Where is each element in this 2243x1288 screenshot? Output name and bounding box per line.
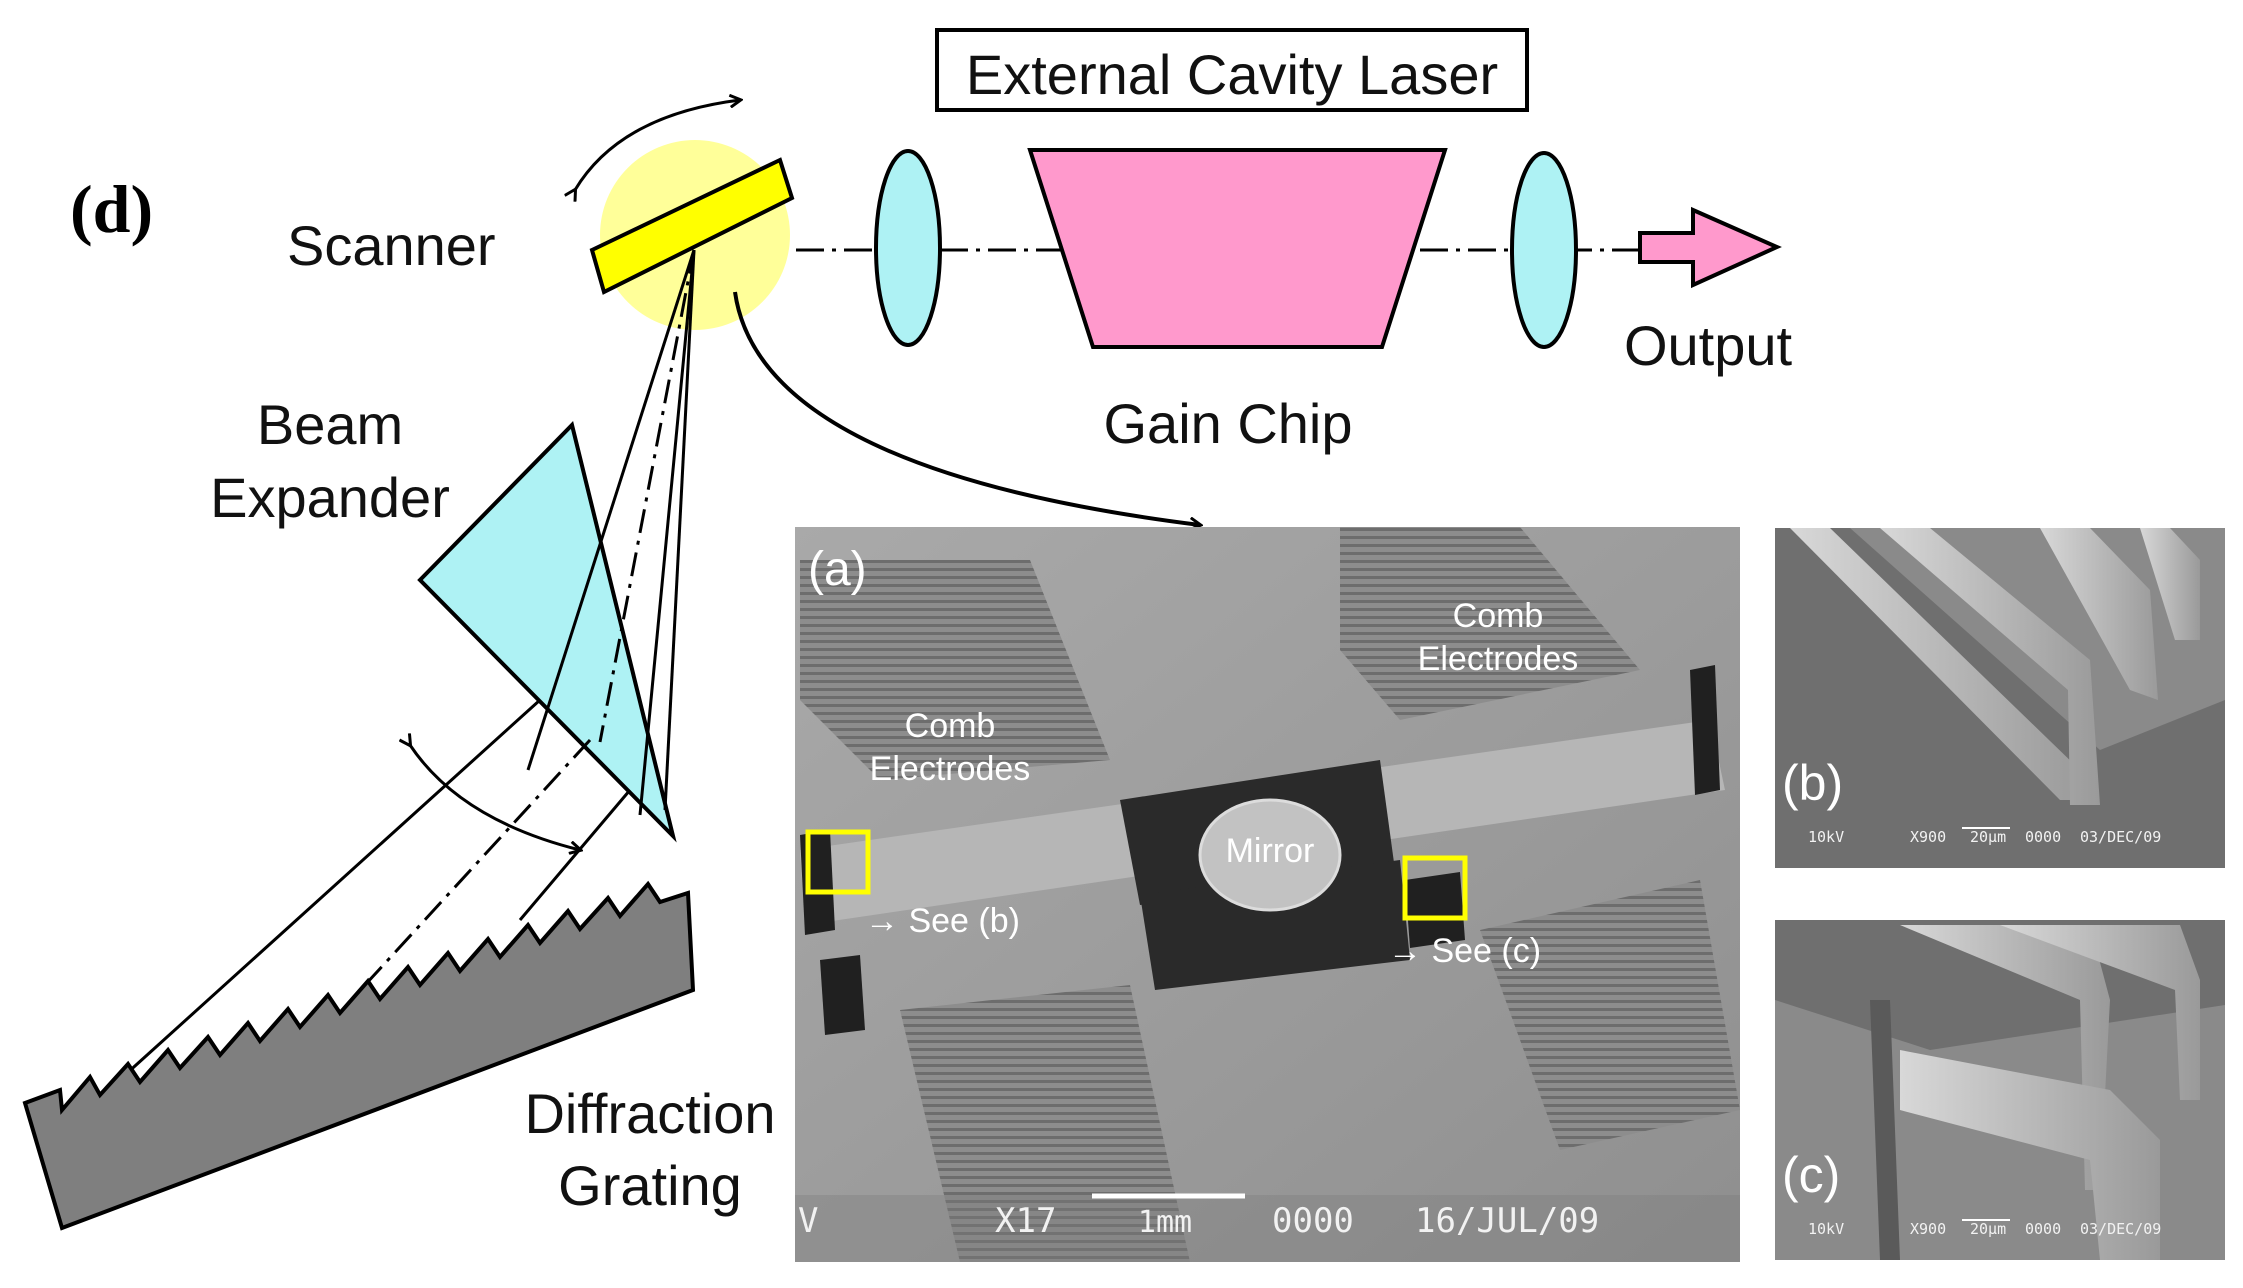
expanded-ray-2 <box>518 789 632 921</box>
title-box <box>935 28 1529 112</box>
footer-c-date: 03/DEC/09 <box>2080 1220 2161 1238</box>
comb-finger-b-3 <box>2040 528 2158 700</box>
sem-panel-c: (c) 10kV X900 20µm 0000 03/DEC/09 <box>1775 920 2225 1260</box>
diffraction-grating <box>22 880 696 1231</box>
beam-label-1: Beam <box>257 393 403 456</box>
comb-finger-b-2 <box>1880 528 2100 805</box>
footer-a-date: 16/JUL/09 <box>1415 1201 1599 1241</box>
panel-a-label: (a) <box>808 543 867 596</box>
scanner-mirror <box>589 157 795 295</box>
footer-a-scale: 1mm <box>1138 1205 1192 1240</box>
sem-mirror <box>1198 798 1342 912</box>
beam-ray-center <box>598 249 696 743</box>
dark-cavity-right <box>1140 860 1410 990</box>
footer-c-mag: X900 <box>1910 1220 1946 1238</box>
footer-a-kv: V <box>798 1201 818 1241</box>
lens-left <box>874 149 942 347</box>
beam-label-2: Expander <box>210 466 450 529</box>
comb-block-top-right <box>1340 527 1640 720</box>
highlight-box-c <box>1402 855 1468 921</box>
dark-strip-bottom-left <box>820 955 865 1035</box>
footer-a-mag: X17 <box>995 1201 1056 1241</box>
comb-block-bottom-right <box>1480 880 1740 1150</box>
footer-c-code: 0000 <box>2025 1220 2061 1238</box>
beam-ray-3 <box>638 249 696 816</box>
dark-strip-left <box>800 830 835 935</box>
panel-c-label: (c) <box>1782 1147 1840 1203</box>
sem-footer-a <box>795 1195 1740 1262</box>
comb-finger-b-1 <box>1790 528 2085 800</box>
comb-left-label-2: Electrodes <box>870 750 1031 788</box>
comb-left-label-1: Comb <box>905 707 996 745</box>
footer-a-code: 0000 <box>1272 1201 1354 1241</box>
comb-right-label-1: Comb <box>1453 597 1544 635</box>
grating-label-2: Grating <box>558 1154 742 1217</box>
footer-c-scale: 20µm <box>1970 1220 2006 1238</box>
gain-chip-label: Gain Chip <box>1103 392 1352 455</box>
mirror-label: Mirror <box>1226 832 1315 870</box>
footer-c-kv: 10kV <box>1808 1220 1844 1238</box>
gain-chip <box>1027 148 1448 349</box>
panel-d-label: (d) <box>70 171 153 247</box>
sem-panel-b: (b) 10kV X900 20µm 0000 03/DEC/09 <box>1775 528 2225 868</box>
panel-b-label: (b) <box>1782 755 1843 811</box>
comb-block-top-left <box>800 560 1110 780</box>
footer-b-mag: X900 <box>1910 828 1946 846</box>
comb-block-bottom-left <box>900 985 1190 1262</box>
see-b-label: → See (b) <box>865 902 1020 940</box>
comb-finger-c-3 <box>1900 1050 2160 1260</box>
footer-b-date: 03/DEC/09 <box>2080 828 2161 846</box>
see-c-label: → See (c) <box>1388 932 1541 970</box>
comb-finger-c-4 <box>1870 1000 1900 1260</box>
footer-b-code: 0000 <box>2025 828 2061 846</box>
comb-finger-b-4 <box>2140 528 2200 640</box>
beam-ray-2 <box>663 249 696 811</box>
rotation-arrow-icon <box>575 100 740 190</box>
output-arrow-icon <box>1638 206 1782 289</box>
scanner-label: Scanner <box>287 214 496 277</box>
dark-strip-lower-right <box>1405 872 1465 948</box>
beam-ray-1 <box>526 249 696 771</box>
dark-strip-right <box>1690 665 1720 795</box>
output-label: Output <box>1624 314 1793 377</box>
sem-panel-a: (a) Comb Electrodes Comb Electrodes Mirr… <box>795 527 1740 1262</box>
lens-right <box>1510 151 1578 349</box>
footer-b-scale: 20µm <box>1970 828 2006 846</box>
footer-b-kv: 10kV <box>1808 828 1844 846</box>
highlight-box-b <box>805 829 871 895</box>
comb-right-label-2: Electrodes <box>1418 640 1579 678</box>
pointer-arrow-icon <box>733 291 1200 525</box>
title-text: External Cavity Laser <box>966 43 1498 106</box>
grating-rotation-arrow-icon <box>410 745 580 850</box>
grating-label-1: Diffraction <box>524 1082 775 1145</box>
comb-finger-c-2 <box>2000 925 2200 1100</box>
